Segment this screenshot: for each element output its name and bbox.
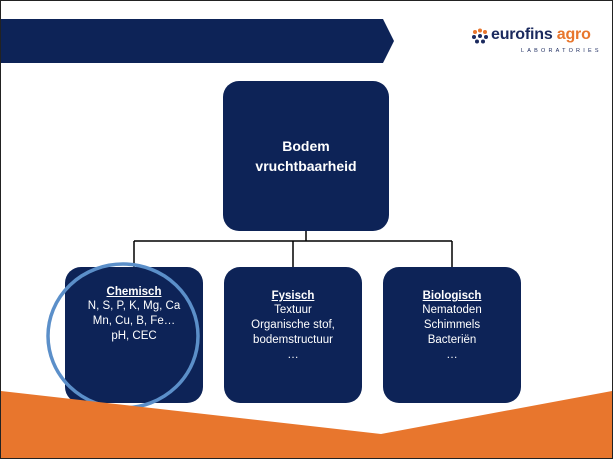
category-line: Textuur	[274, 304, 312, 316]
root-node-title-line1: Bodem	[282, 138, 330, 154]
category-node-fysisch: Fysisch Textuur Organische stof, bodemst…	[224, 267, 362, 403]
logo-mark-icon	[472, 28, 488, 44]
category-title: Chemisch	[106, 286, 162, 298]
logo-subtitle: LABORATORIES	[521, 48, 602, 54]
category-line: Bacteriën	[427, 334, 477, 346]
eurofins-agro-logo: eurofins agro LABORATORIES	[471, 23, 601, 63]
header-banner	[1, 19, 394, 63]
category-line: Organische stof,	[251, 319, 335, 331]
category-title: Biologisch	[422, 290, 482, 302]
category-line: Nematoden	[422, 304, 482, 316]
category-title: Fysisch	[271, 290, 315, 302]
logo-wordmark: eurofins agro	[491, 26, 591, 43]
category-line: N, S, P, K, Mg, Ca	[87, 300, 181, 312]
category-line: …	[287, 349, 299, 361]
category-node-biologisch: Biologisch Nematoden Schimmels Bacteriën…	[383, 267, 521, 403]
category-line: Mn, Cu, B, Fe…	[92, 315, 176, 327]
category-line: …	[446, 349, 458, 361]
root-node-bodem-vruchtbaarheid: Bodem vruchtbaarheid	[223, 81, 389, 231]
category-line: bodemstructuur	[253, 334, 333, 346]
category-line: Schimmels	[423, 319, 481, 331]
category-line: pH, CEC	[111, 330, 157, 342]
root-node-title-line2: vruchtbaarheid	[255, 158, 357, 174]
